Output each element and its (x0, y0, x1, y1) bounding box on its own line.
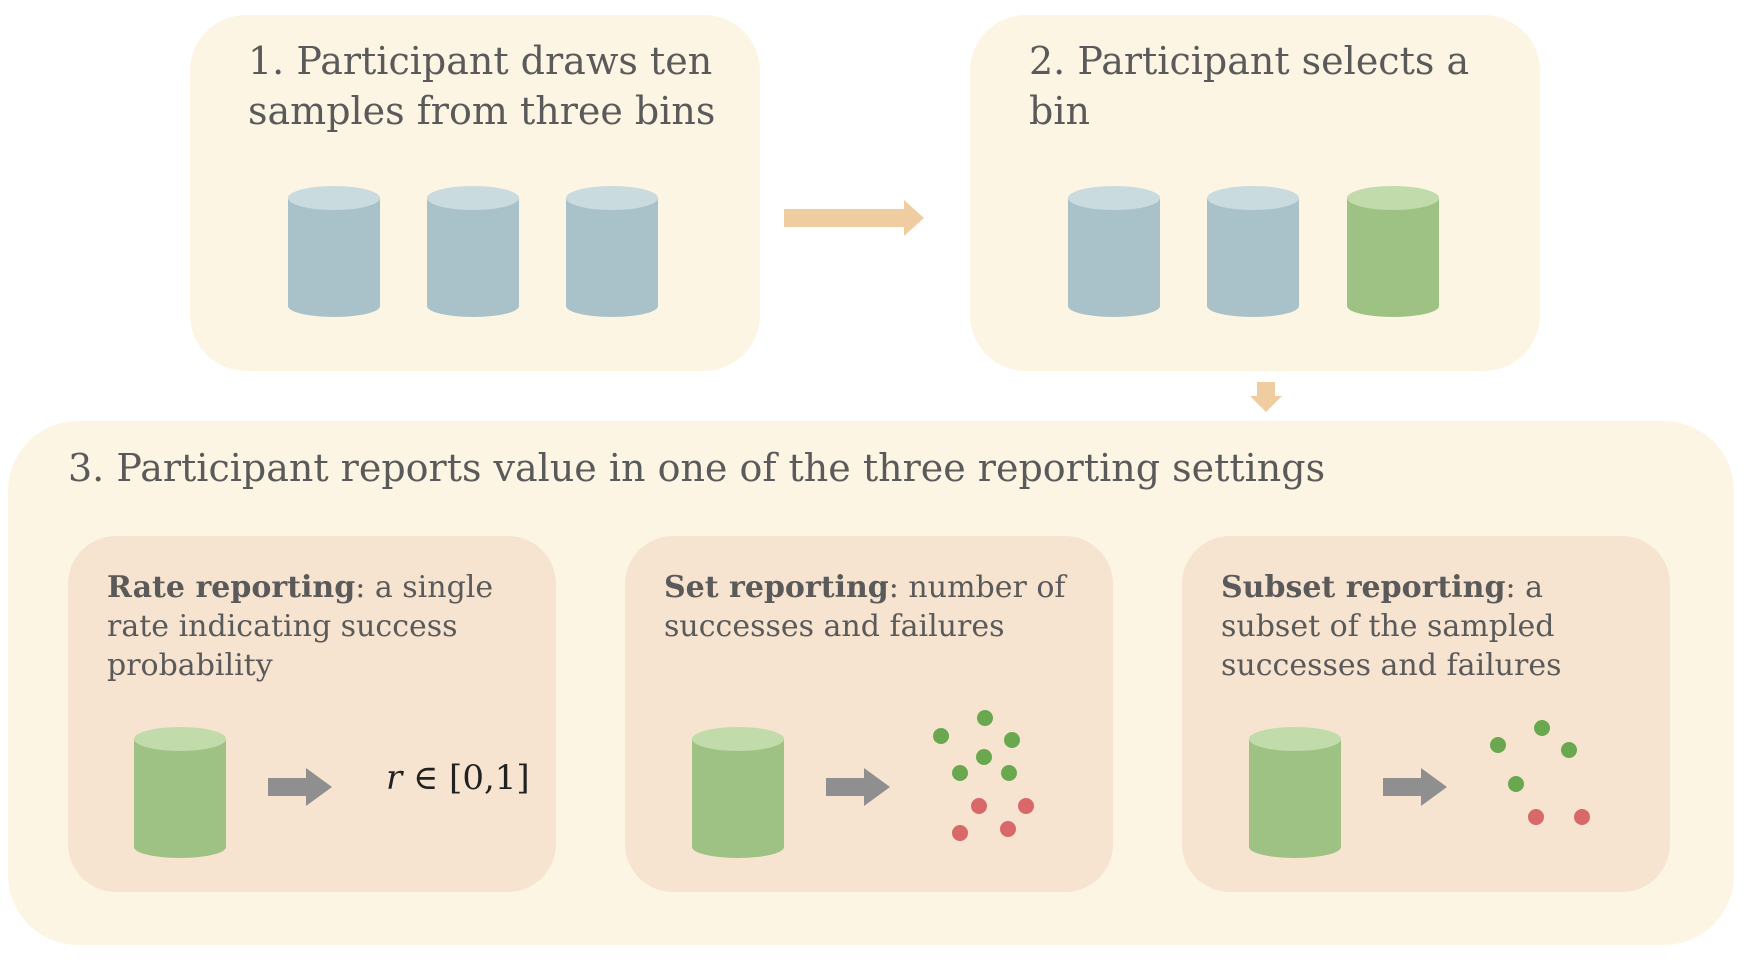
flow-arrow-right-icon (784, 200, 924, 236)
set-bin-icon (692, 727, 784, 858)
subset-bin-icon (1249, 727, 1341, 858)
step3-title: 3. Participant reports value in one of t… (68, 446, 1326, 490)
bin-2-icon (1207, 186, 1299, 317)
success-dot (1534, 720, 1550, 736)
bin-1-icon (1068, 186, 1160, 317)
step1-title: 1. Participant draws ten samples from th… (248, 39, 716, 133)
failure-dot (1018, 798, 1034, 814)
rate-output: r ∈ [0,1] (386, 758, 530, 798)
subset-reporting-desc: : a subset of the sampled successes and … (1221, 570, 1562, 683)
rate-output-rest: ∈ [0,1] (402, 758, 530, 798)
rate-reporting-desc: : a single rate indicating success proba… (107, 570, 494, 683)
set-samples (933, 710, 1034, 841)
selected-bin-icon (1347, 186, 1439, 317)
success-dot (1561, 742, 1577, 758)
subset-arrow-icon (1383, 768, 1447, 806)
success-dot (976, 749, 992, 765)
subset-reporting-text: Subset reporting: a subset of the sample… (1221, 568, 1641, 685)
success-dot (1508, 776, 1524, 792)
rate-arrow-icon (268, 768, 332, 806)
set-reporting-name: Set reporting (664, 570, 889, 605)
subset-samples (1490, 720, 1590, 825)
rate-reporting-name: Rate reporting (107, 570, 356, 605)
set-reporting-text: Set reporting: number of successes and f… (664, 568, 1074, 646)
success-dot (977, 710, 993, 726)
rate-bin-icon (134, 727, 226, 858)
set-arrow-icon (826, 768, 890, 806)
bin-3-icon (566, 186, 658, 317)
success-dot (952, 765, 968, 781)
rate-reporting-text: Rate reporting: a single rate indicating… (107, 568, 507, 685)
failure-dot (1000, 821, 1016, 837)
failure-dot (1528, 809, 1544, 825)
success-dot (1004, 732, 1020, 748)
failure-dot (971, 798, 987, 814)
failure-dot (1574, 809, 1590, 825)
success-dot (1490, 737, 1506, 753)
flow-arrow-down-icon (1250, 382, 1282, 412)
set-reporting-desc: : number of successes and failures (664, 570, 1066, 644)
failure-dot (952, 825, 968, 841)
bin-2-icon (427, 186, 519, 317)
subset-reporting-name: Subset reporting (1221, 570, 1506, 605)
bin-1-icon (288, 186, 380, 317)
step2-title: 2. Participant selects a bin (1029, 39, 1470, 133)
success-dot (933, 728, 949, 744)
success-dot (1001, 765, 1017, 781)
